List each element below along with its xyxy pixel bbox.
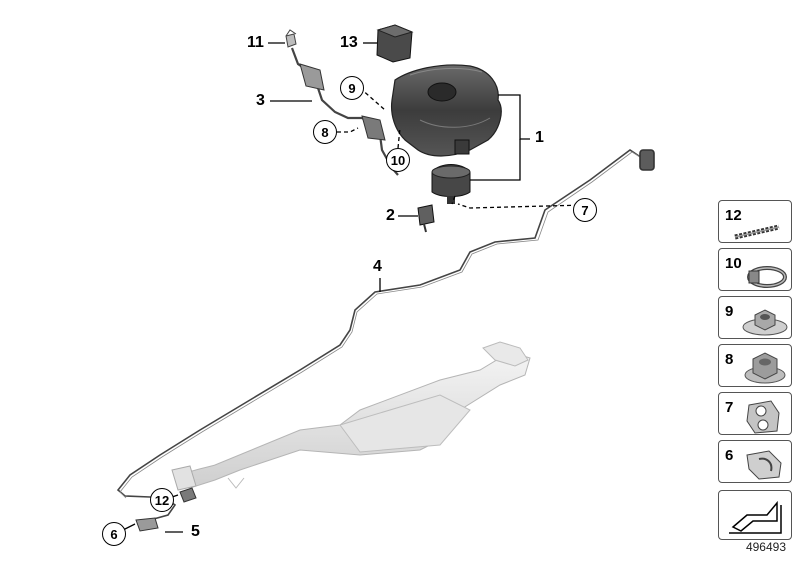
legend-number: 9 xyxy=(725,303,734,320)
callout-4: 4 xyxy=(373,258,382,275)
legend-item-10: 10 xyxy=(718,248,792,291)
exhaust-muffler xyxy=(171,341,531,491)
callout-1: 1 xyxy=(535,129,544,146)
callout-12-circle: 12 xyxy=(150,488,174,512)
callout-9-circle: 9 xyxy=(340,76,364,100)
retainer-clip-icon xyxy=(746,450,782,480)
callout-3: 3 xyxy=(256,92,265,109)
callout-2: 2 xyxy=(386,207,395,224)
flange-nut-icon xyxy=(744,352,786,384)
clip-5-6 xyxy=(135,487,197,532)
collar-nut-icon xyxy=(742,309,788,336)
callout-10-circle: 10 xyxy=(386,148,410,172)
hose-clamp-icon xyxy=(747,266,787,288)
leader-lines xyxy=(122,42,586,533)
callout-13: 13 xyxy=(340,34,358,51)
legend-item-arrow xyxy=(718,490,792,540)
legend-number: 8 xyxy=(725,351,734,368)
fitting-11 xyxy=(285,29,297,48)
legend-number: 7 xyxy=(725,399,734,416)
pipe-clip-icon xyxy=(746,400,780,434)
callout-7-circle: 7 xyxy=(573,198,597,222)
sensor-2 xyxy=(417,204,435,233)
legend-item-8: 8 xyxy=(718,344,792,387)
legend-item-6: 6 xyxy=(718,440,792,483)
callout-5: 5 xyxy=(191,523,200,540)
legend-number: 10 xyxy=(725,255,742,272)
callout-6-circle: 6 xyxy=(102,522,126,546)
hose-band-icon xyxy=(734,224,780,240)
legend-item-9: 9 xyxy=(718,296,792,339)
pipe-assembly-3 xyxy=(290,47,399,176)
reference-number: 496493 xyxy=(745,540,786,554)
arrow-symbol-icon xyxy=(729,500,782,534)
legend-number: 6 xyxy=(725,447,734,464)
callout-11: 11 xyxy=(247,34,264,51)
legend-item-7: 7 xyxy=(718,392,792,435)
callout-8-circle: 8 xyxy=(313,120,337,144)
legend-item-12: 12 xyxy=(718,200,792,243)
tank-assembly-1 xyxy=(390,64,502,204)
legend-number: 12 xyxy=(725,207,742,224)
module-13 xyxy=(376,24,414,63)
